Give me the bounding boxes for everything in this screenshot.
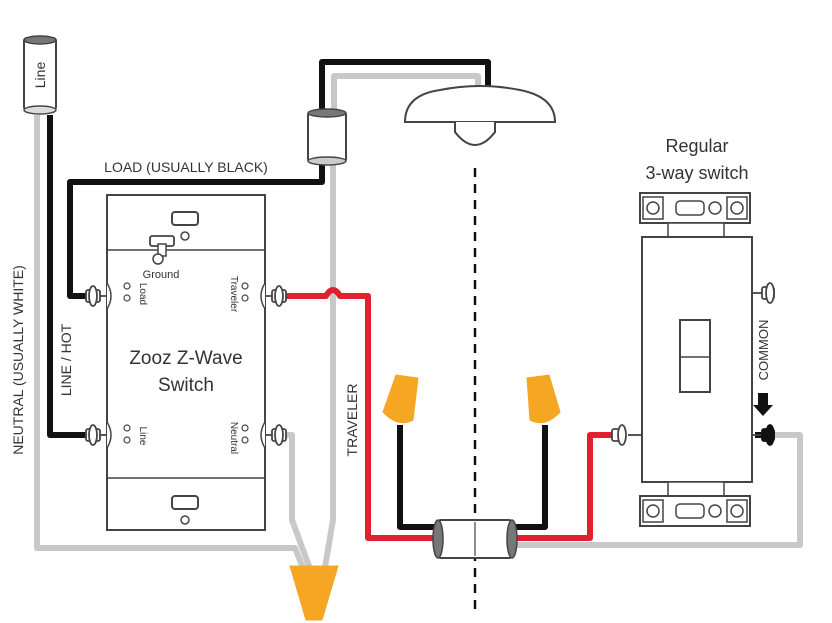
left-wire-nut-icon	[382, 374, 419, 424]
zooz-switch-title-line2: Switch	[158, 375, 214, 396]
light-fixture-icon	[403, 85, 557, 146]
line-hot-wire	[47, 115, 100, 438]
wire-nut-icons	[289, 374, 561, 621]
regular-switch-title-line1: Regular	[665, 136, 728, 156]
left-black-traveler	[397, 425, 438, 530]
load-wire	[67, 160, 325, 299]
zooz-neutral-wire	[283, 432, 319, 587]
zooz-traveler-wire	[283, 287, 438, 541]
line-connector-label: Line	[32, 62, 48, 89]
traveler-wire-label: TRAVELER	[344, 384, 360, 457]
line-terminal-label: Line	[137, 427, 148, 446]
traveler-wires	[283, 287, 612, 541]
line-connector: Line	[23, 35, 57, 115]
regular-traveler-wire	[512, 432, 612, 541]
load-screw-icon	[85, 285, 107, 307]
fixture-neutral-wire	[319, 160, 336, 586]
line-hot-label: LINE / HOT	[58, 323, 74, 396]
traveler-terminal-label: Traveler	[228, 276, 239, 313]
right-black-traveler	[510, 425, 548, 530]
zooz-switch: Ground Load Line Traveler Neutral Zooz Z…	[106, 194, 266, 531]
fixture-splice-connector	[307, 108, 347, 166]
regular-switch-title-line2: 3-way switch	[645, 163, 748, 183]
regular-top-screw-icon	[752, 282, 775, 304]
line-screw-icon	[85, 424, 107, 446]
common-arrow-icon	[753, 393, 773, 416]
fixture-neutral-top-wire	[331, 73, 481, 112]
ground-screw-icon	[149, 235, 175, 265]
neutral-wire-label: NEUTRAL (USUALLY WHITE)	[10, 265, 26, 455]
common-label: COMMON	[756, 320, 771, 381]
regular-3way-switch: Regular 3-way switch	[639, 136, 753, 527]
common-screw-icon	[752, 424, 775, 446]
neutral-terminal-label: Neutral	[228, 422, 239, 454]
regular-traveler-screw-icon	[611, 424, 642, 446]
traveler-splice-connector	[432, 519, 518, 559]
traveler-screw-icon	[265, 285, 287, 307]
ground-terminal-label: Ground	[143, 269, 180, 281]
zooz-switch-title-line1: Zooz Z-Wave	[129, 348, 242, 369]
common-neutral-wire	[512, 432, 803, 548]
neutral-screw-icon	[265, 424, 287, 446]
bottom-wire-nut-icon	[289, 565, 339, 621]
fixture-hot-top-wire	[319, 59, 491, 112]
right-wire-nut-icon	[526, 374, 561, 424]
load-terminal-label: Load	[137, 283, 148, 305]
load-wire-label: LOAD (USUALLY BLACK)	[104, 159, 268, 175]
zooz-terminal-screws	[85, 285, 287, 446]
regular-switch-screws	[611, 282, 775, 446]
